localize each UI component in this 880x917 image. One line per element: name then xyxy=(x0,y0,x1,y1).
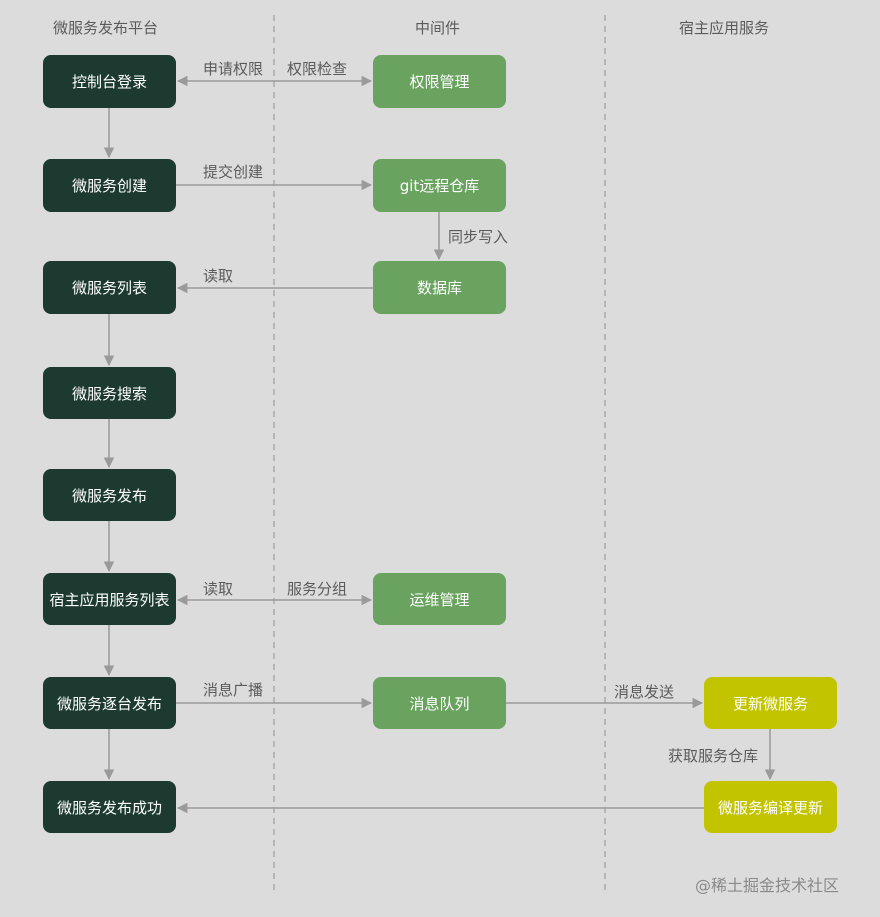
node-ms-list: 微服务列表 xyxy=(43,261,176,314)
node-ms-publish: 微服务发布 xyxy=(43,469,176,521)
label-submit-create: 提交创建 xyxy=(203,163,264,181)
node-ms-success: 微服务发布成功 xyxy=(43,781,176,833)
label-msg-send: 消息发送 xyxy=(614,683,675,701)
node-host-list: 宿主应用服务列表 xyxy=(43,573,176,625)
node-git-repo: git远程仓库 xyxy=(373,159,506,212)
watermark: @稀土掘金技术社区 xyxy=(695,876,840,895)
node-perm-mgmt: 权限管理 xyxy=(373,55,506,108)
node-ops-mgmt: 运维管理 xyxy=(373,573,506,625)
node-ms-create: 微服务创建 xyxy=(43,159,176,212)
node-update-ms: 更新微服务 xyxy=(704,677,837,729)
node-compile-update: 微服务编译更新 xyxy=(704,781,837,833)
node-msg-queue: 消息队列 xyxy=(373,677,506,729)
lane-title-platform: 微服务发布平台 xyxy=(53,19,159,37)
label-fetch-repo: 获取服务仓库 xyxy=(668,747,759,765)
label-msg-broadcast: 消息广播 xyxy=(203,681,264,699)
label-apply-perm: 申请权限 xyxy=(203,60,264,78)
label-perm-check: 权限检查 xyxy=(287,60,348,78)
node-ms-rollout: 微服务逐台发布 xyxy=(43,677,176,729)
label-read-ops: 读取 xyxy=(203,580,234,598)
label-read-db: 读取 xyxy=(203,267,234,285)
node-ms-search: 微服务搜索 xyxy=(43,367,176,419)
label-service-group: 服务分组 xyxy=(287,580,348,598)
lane-title-middleware: 中间件 xyxy=(415,19,461,37)
node-console-login: 控制台登录 xyxy=(43,55,176,108)
node-database: 数据库 xyxy=(373,261,506,314)
lane-title-host: 宿主应用服务 xyxy=(679,19,770,37)
label-sync-write: 同步写入 xyxy=(448,228,509,246)
